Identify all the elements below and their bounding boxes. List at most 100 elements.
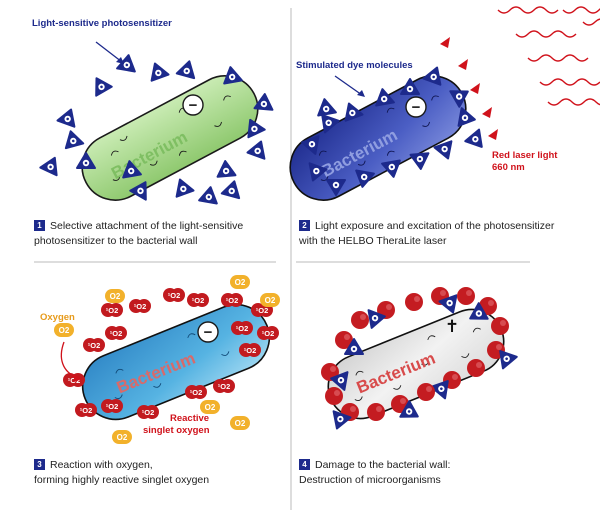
stimulated-dye-triangle [400,78,420,95]
laser-wave [497,6,559,14]
oxygen-label: Oxygen [40,312,75,323]
svg-text:¹O2: ¹O2 [244,346,257,355]
photosensitizer-molecules-1 [39,54,274,205]
minus-charge-2 [405,96,427,118]
caption-2-line1: Light exposure and excitation of the pho… [315,220,555,232]
damaged-dye-triangle [499,350,518,370]
pointer-arrow-2 [334,75,363,96]
panel-1-illustration: Bacterium − [39,41,274,205]
damaged-dye-triangle [469,302,489,320]
step-badge-1: 1 [34,220,45,231]
step-badge-2: 2 [299,220,310,231]
minus-symbol-1: − [189,97,198,114]
oxygen-molecule: O2 [112,430,132,444]
svg-text:¹O2: ¹O2 [142,408,155,417]
svg-text:¹O2: ¹O2 [168,291,181,300]
damaged-dye-triangle [367,309,386,329]
stimulated-dye-triangle [308,162,328,182]
minus-symbol-2: − [412,99,421,116]
panel-2-illustration: Bacterium − [289,6,600,201]
panel-4-illustration: Bacterium ✝ [321,287,518,430]
svg-text:¹O2: ¹O2 [134,302,147,311]
singlet-oxygen: ¹O2 [187,293,209,307]
singlet-oxygen: ¹O2 [137,405,159,419]
laser-wave [515,30,577,38]
photosensitizer-triangle [220,180,241,200]
damaged-dye-triangle [330,371,349,391]
svg-text:¹O2: ¹O2 [236,324,249,333]
photosensitizer-triangle [150,62,170,82]
minus-charge-3 [197,321,219,343]
stimulated-dye-label: Stimulated dye molecules [296,60,413,71]
stimulated-dye-triangle [381,159,401,178]
damaged-dye-triangle [332,410,352,430]
laser-wave [582,18,600,26]
singlet-oxygen: ¹O2 [129,299,151,313]
svg-text:¹O2: ¹O2 [190,388,203,397]
damage-site [335,331,353,349]
singlet-oxygen: ¹O2 [221,293,243,307]
svg-text:¹O2: ¹O2 [218,382,231,391]
damage-site [417,383,435,401]
laser-wave [562,6,600,14]
photosensitizer-triangle [246,140,266,160]
singlet-oxygen: ¹O2 [83,338,105,352]
laser-arrowhead [440,37,450,48]
damaged-dye-triangle [438,294,458,314]
photosensitizer-triangle [175,178,195,198]
stimulated-dye-triangle [355,169,375,188]
stimulated-dye-triangle [344,102,364,122]
laser-arrowhead [470,83,480,94]
photosensitizer-triangle [95,77,113,97]
caption-2-line2: with the HELBO TheraLite laser [299,235,447,247]
svg-text:¹O2: ¹O2 [192,296,205,305]
svg-text:¹O2: ¹O2 [256,306,269,315]
caption-1-line2: photosensitizer to the bacterial wall [34,235,198,247]
svg-text:O2: O2 [117,433,128,442]
oxygen-arrow [60,341,79,379]
oxygen-molecule: O2 [230,416,250,430]
singlet-oxygen: ¹O2 [185,385,207,399]
oxygen-molecule: O2 [200,400,220,414]
laser-wave [527,54,589,62]
reactive-label-line2: singlet oxygen [143,425,210,436]
svg-text:¹O2: ¹O2 [110,329,123,338]
photosensitizer-triangle [39,156,58,177]
stimulated-dye-triangle [409,152,430,170]
red-laser-waves [440,6,600,140]
svg-text:¹O2: ¹O2 [106,306,119,315]
photosensitizer-triangle [247,118,266,139]
step-badge-4: 4 [299,459,310,470]
pointer-arrowhead-2 [357,90,365,97]
photosensitizer-triangle [253,93,274,111]
caption-4-line1: Damage to the bacterial wall: [315,459,451,471]
pointer-arrowhead-1 [116,57,124,64]
damage-site [491,317,509,335]
svg-text:O2: O2 [205,403,216,412]
stimulated-dye-triangle [317,98,337,117]
singlet-oxygen: ¹O2 [163,288,185,302]
svg-text:¹O2: ¹O2 [88,341,101,350]
laser-wave [539,78,600,86]
dagger-symbol: ✝ [445,317,459,337]
stimulated-dye-triangle [449,90,469,108]
photosensitizer-triangle [223,66,243,85]
svg-text:¹O2: ¹O2 [80,406,93,415]
pointer-arrow-1 [95,41,123,63]
singlet-oxygen: ¹O2 [257,326,279,340]
damaged-dye-triangle [430,380,449,400]
reactive-label-line1: Reactive [170,413,210,424]
damage-site [351,311,369,329]
step-badge-3: 3 [34,459,45,470]
photosensitizer-triangle [64,130,85,150]
svg-text:¹O2: ¹O2 [226,296,239,305]
laser-arrowhead [482,107,492,118]
caption-3-line1: Reaction with oxygen, [50,459,153,471]
photosensitizer-triangle [56,108,76,128]
